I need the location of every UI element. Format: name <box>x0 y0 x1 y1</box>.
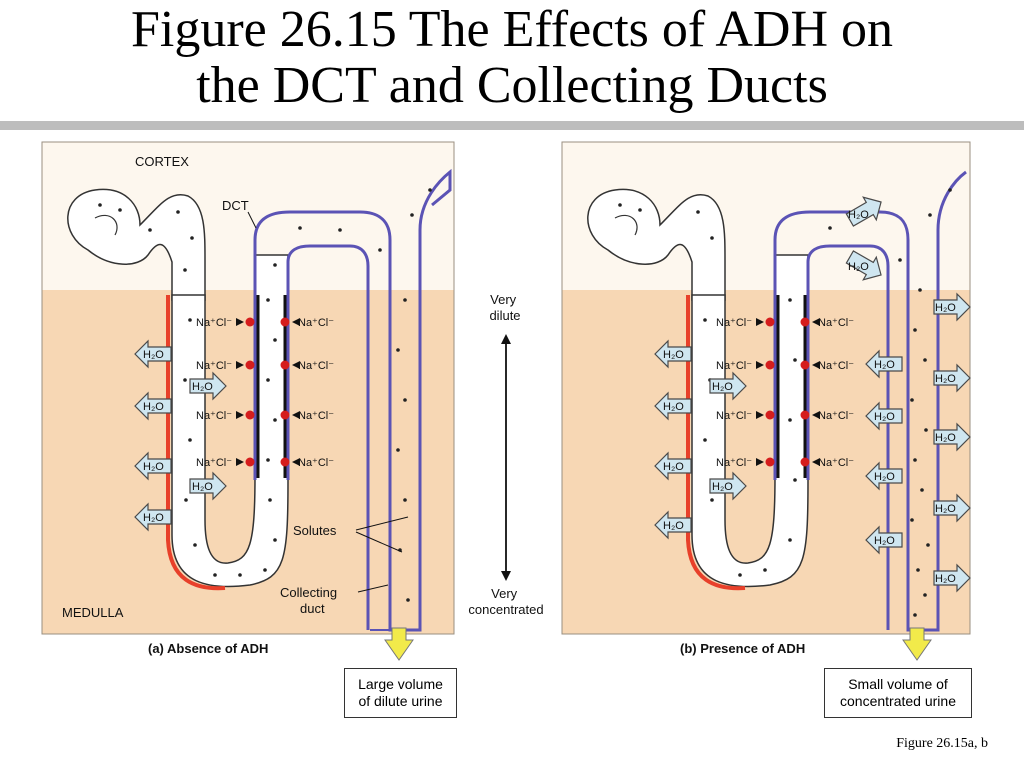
h2o-label: H₂O <box>935 432 956 444</box>
panel-b-caption: (b) Presence of ADH <box>680 641 805 656</box>
title-divider <box>0 121 1024 130</box>
medulla-label: MEDULLA <box>62 605 124 620</box>
h2o-label: H₂O <box>874 411 895 423</box>
h2o-label: H₂O <box>874 535 895 547</box>
panel-presence-of-adh: Na⁺Cl⁻ Na⁺Cl⁻ Na⁺Cl⁻ Na⁺Cl⁻ Na⁺Cl⁻ Na⁺Cl… <box>561 141 971 661</box>
nacl-label: Na⁺Cl⁻ <box>196 457 232 469</box>
page-title: Figure 26.15 The Effects of ADH on the D… <box>130 1 894 114</box>
h2o-label: H₂O <box>663 349 684 361</box>
h2o-label: H₂O <box>143 512 164 524</box>
output-arrow-a <box>384 627 414 661</box>
figure-reference: Figure 26.15a, b <box>896 736 988 751</box>
gradient-bottom-label: Very concentrated <box>468 586 543 617</box>
nacl-label: Na⁺Cl⁻ <box>298 410 334 422</box>
nacl-label: Na⁺Cl⁻ <box>196 360 232 372</box>
h2o-label: H₂O <box>874 359 895 371</box>
nacl-label: Na⁺Cl⁻ <box>196 410 232 422</box>
proximal-tubule <box>67 188 206 301</box>
h2o-label: H₂O <box>663 520 684 532</box>
nacl-label: Na⁺Cl⁻ <box>716 410 752 422</box>
dct-label: DCT <box>222 198 249 213</box>
nacl-label: Na⁺Cl⁻ <box>818 457 854 469</box>
collecting-duct-label: Collecting duct <box>280 585 341 616</box>
panel-a-caption: (a) Absence of ADH <box>148 641 268 656</box>
cortex-label: CORTEX <box>135 154 189 169</box>
h2o-label: H₂O <box>712 381 733 393</box>
solute-dots-a <box>98 188 432 602</box>
gradient-top-label: Very dilute <box>489 292 520 323</box>
h2o-label: H₂O <box>935 573 956 585</box>
output-box-a: Large volume of dilute urine <box>344 668 457 718</box>
h2o-label: H₂O <box>192 481 213 493</box>
h2o-label: H₂O <box>143 401 164 413</box>
distal-convoluted-tubule <box>253 168 452 632</box>
h2o-label: H₂O <box>848 209 869 221</box>
h2o-label: H₂O <box>663 401 684 413</box>
h2o-label: H₂O <box>143 349 164 361</box>
h2o-label: H₂O <box>143 461 164 473</box>
nacl-label: Na⁺Cl⁻ <box>298 317 334 329</box>
panel-absence-of-adh: Na⁺Cl⁻ Na⁺Cl⁻ Na⁺Cl⁻ Na⁺Cl⁻ Na⁺Cl⁻ Na⁺Cl… <box>41 141 455 661</box>
h2o-label: H₂O <box>935 503 956 515</box>
nacl-label: Na⁺Cl⁻ <box>716 457 752 469</box>
nacl-pumps-b <box>756 317 820 467</box>
nacl-label: Na⁺Cl⁻ <box>298 457 334 469</box>
osmolarity-gradient: Very dilute Very concentrated <box>468 292 543 617</box>
solute-dots-b <box>618 188 952 617</box>
nacl-label: Na⁺Cl⁻ <box>818 360 854 372</box>
nacl-label: Na⁺Cl⁻ <box>298 360 334 372</box>
h2o-label: H₂O <box>848 261 869 273</box>
nacl-label: Na⁺Cl⁻ <box>818 317 854 329</box>
h2o-label: H₂O <box>192 381 213 393</box>
nacl-label: Na⁺Cl⁻ <box>716 360 752 372</box>
output-box-b: Small volume of concentrated urine <box>824 668 972 718</box>
h2o-label: H₂O <box>874 471 895 483</box>
output-text-a: Large volume of dilute urine <box>358 676 443 709</box>
h2o-label: H₂O <box>663 461 684 473</box>
output-arrow-b <box>902 627 932 661</box>
nacl-label: Na⁺Cl⁻ <box>818 410 854 422</box>
solutes-label: Solutes <box>293 523 337 538</box>
h2o-label: H₂O <box>935 302 956 314</box>
output-text-b: Small volume of concentrated urine <box>840 676 956 709</box>
nacl-label: Na⁺Cl⁻ <box>196 317 232 329</box>
nacl-label: Na⁺Cl⁻ <box>716 317 752 329</box>
thick-ascending-limb <box>166 295 226 591</box>
h2o-label: H₂O <box>935 373 956 385</box>
nacl-pumps-a <box>236 317 300 467</box>
h2o-label: H₂O <box>712 481 733 493</box>
